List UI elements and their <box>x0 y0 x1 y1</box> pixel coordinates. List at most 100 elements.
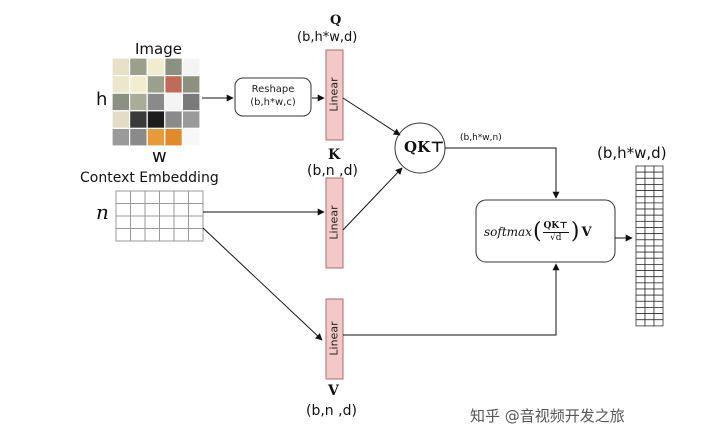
context-cell <box>144 203 160 217</box>
context-cell <box>173 190 189 204</box>
arrow-v-to-softmax <box>343 263 560 336</box>
output-cell <box>653 190 664 198</box>
context-cell <box>173 215 189 229</box>
output-cell <box>635 184 646 191</box>
output-cell <box>644 251 655 259</box>
output-cell <box>653 313 664 321</box>
context-cell <box>130 190 146 204</box>
image-cell <box>111 92 131 112</box>
output-cell <box>635 177 646 185</box>
output-cell <box>644 270 655 278</box>
output-cell <box>653 257 664 265</box>
image-cell <box>129 92 148 112</box>
output-cell <box>644 190 655 198</box>
reshape-box <box>234 77 312 117</box>
output-cell <box>653 245 664 253</box>
image-cell <box>111 57 131 77</box>
context-cell <box>173 228 189 242</box>
output-cell <box>635 300 646 308</box>
output-cell <box>644 220 655 228</box>
context-cell <box>188 190 204 204</box>
output-cell <box>635 282 646 290</box>
image-w-label: w <box>152 146 167 167</box>
context-cell <box>159 203 175 217</box>
output-cell <box>644 307 655 315</box>
output-cell <box>635 294 646 302</box>
linear-q-label: Linear <box>327 77 341 112</box>
output-cell <box>653 307 664 315</box>
output-cell <box>644 202 655 210</box>
output-cell <box>653 196 664 204</box>
watermark: 知乎 @音视频开发之旅 <box>470 407 625 425</box>
output-cell <box>653 251 664 259</box>
output-shape: (b,h*w,d) <box>597 144 667 162</box>
output-cell <box>653 233 664 241</box>
image-cell <box>181 92 201 112</box>
image-cell <box>129 110 148 130</box>
context-cell <box>159 228 175 242</box>
image-cell <box>181 127 201 147</box>
image-cell <box>164 74 184 94</box>
output-cell <box>653 288 664 296</box>
context-title: Context Embedding <box>80 170 219 186</box>
output-cell <box>644 171 655 179</box>
context-cell <box>115 190 131 204</box>
linear-v-bar <box>325 298 344 380</box>
output-cell <box>644 233 655 241</box>
output-cell <box>644 294 655 302</box>
output-cell <box>635 307 646 315</box>
reshape-label: Reshape (b,h*w,c) <box>250 84 296 108</box>
linear-k-bar <box>325 177 344 269</box>
k-letter: K <box>328 147 341 163</box>
output-cell <box>644 276 655 284</box>
linear-v-label: Linear <box>327 321 341 356</box>
context-embedding-grid <box>115 190 204 242</box>
output-cell <box>653 208 664 216</box>
image-cell <box>164 110 184 130</box>
softmax-denominator: √d <box>549 232 562 243</box>
output-cell <box>644 313 655 321</box>
context-cell <box>115 228 131 242</box>
k-shape: (b,n ,d) <box>307 163 358 179</box>
image-cell <box>181 57 201 77</box>
output-cell <box>653 165 664 173</box>
arrow-k-to-qk <box>342 167 403 231</box>
output-cell <box>635 196 646 204</box>
output-cell <box>653 220 664 228</box>
output-cell <box>644 227 655 235</box>
v-shape: (b,n ,d) <box>306 403 357 419</box>
output-cell <box>635 220 646 228</box>
output-cell <box>635 313 646 321</box>
image-cell <box>129 57 148 77</box>
image-cell <box>181 74 201 94</box>
output-cell <box>644 300 655 308</box>
context-cell <box>188 203 204 217</box>
output-cell <box>653 300 664 308</box>
v-letter: V <box>328 383 339 399</box>
output-cell <box>653 319 664 327</box>
output-cell <box>635 245 646 253</box>
softmax-fraction: QK⊤ √d <box>542 220 569 244</box>
output-cell <box>635 202 646 210</box>
output-cell <box>644 165 655 173</box>
output-cell <box>635 208 646 216</box>
context-cell <box>115 215 131 229</box>
image-cell <box>111 110 131 130</box>
output-cell <box>635 227 646 235</box>
output-cell <box>635 251 646 259</box>
context-cell <box>159 215 175 229</box>
softmax-box <box>475 199 616 263</box>
output-cell <box>644 196 655 204</box>
output-cell <box>635 214 646 222</box>
output-cell <box>653 270 664 278</box>
context-cell <box>144 190 160 204</box>
image-title: Image <box>135 40 182 58</box>
image-cell <box>146 127 166 147</box>
output-cell <box>653 227 664 235</box>
arrow-q-to-qk <box>342 97 401 136</box>
output-cell <box>644 288 655 296</box>
output-cell <box>653 177 664 185</box>
image-cell <box>146 110 166 130</box>
softmax-numerator: QK⊤ <box>542 220 569 233</box>
